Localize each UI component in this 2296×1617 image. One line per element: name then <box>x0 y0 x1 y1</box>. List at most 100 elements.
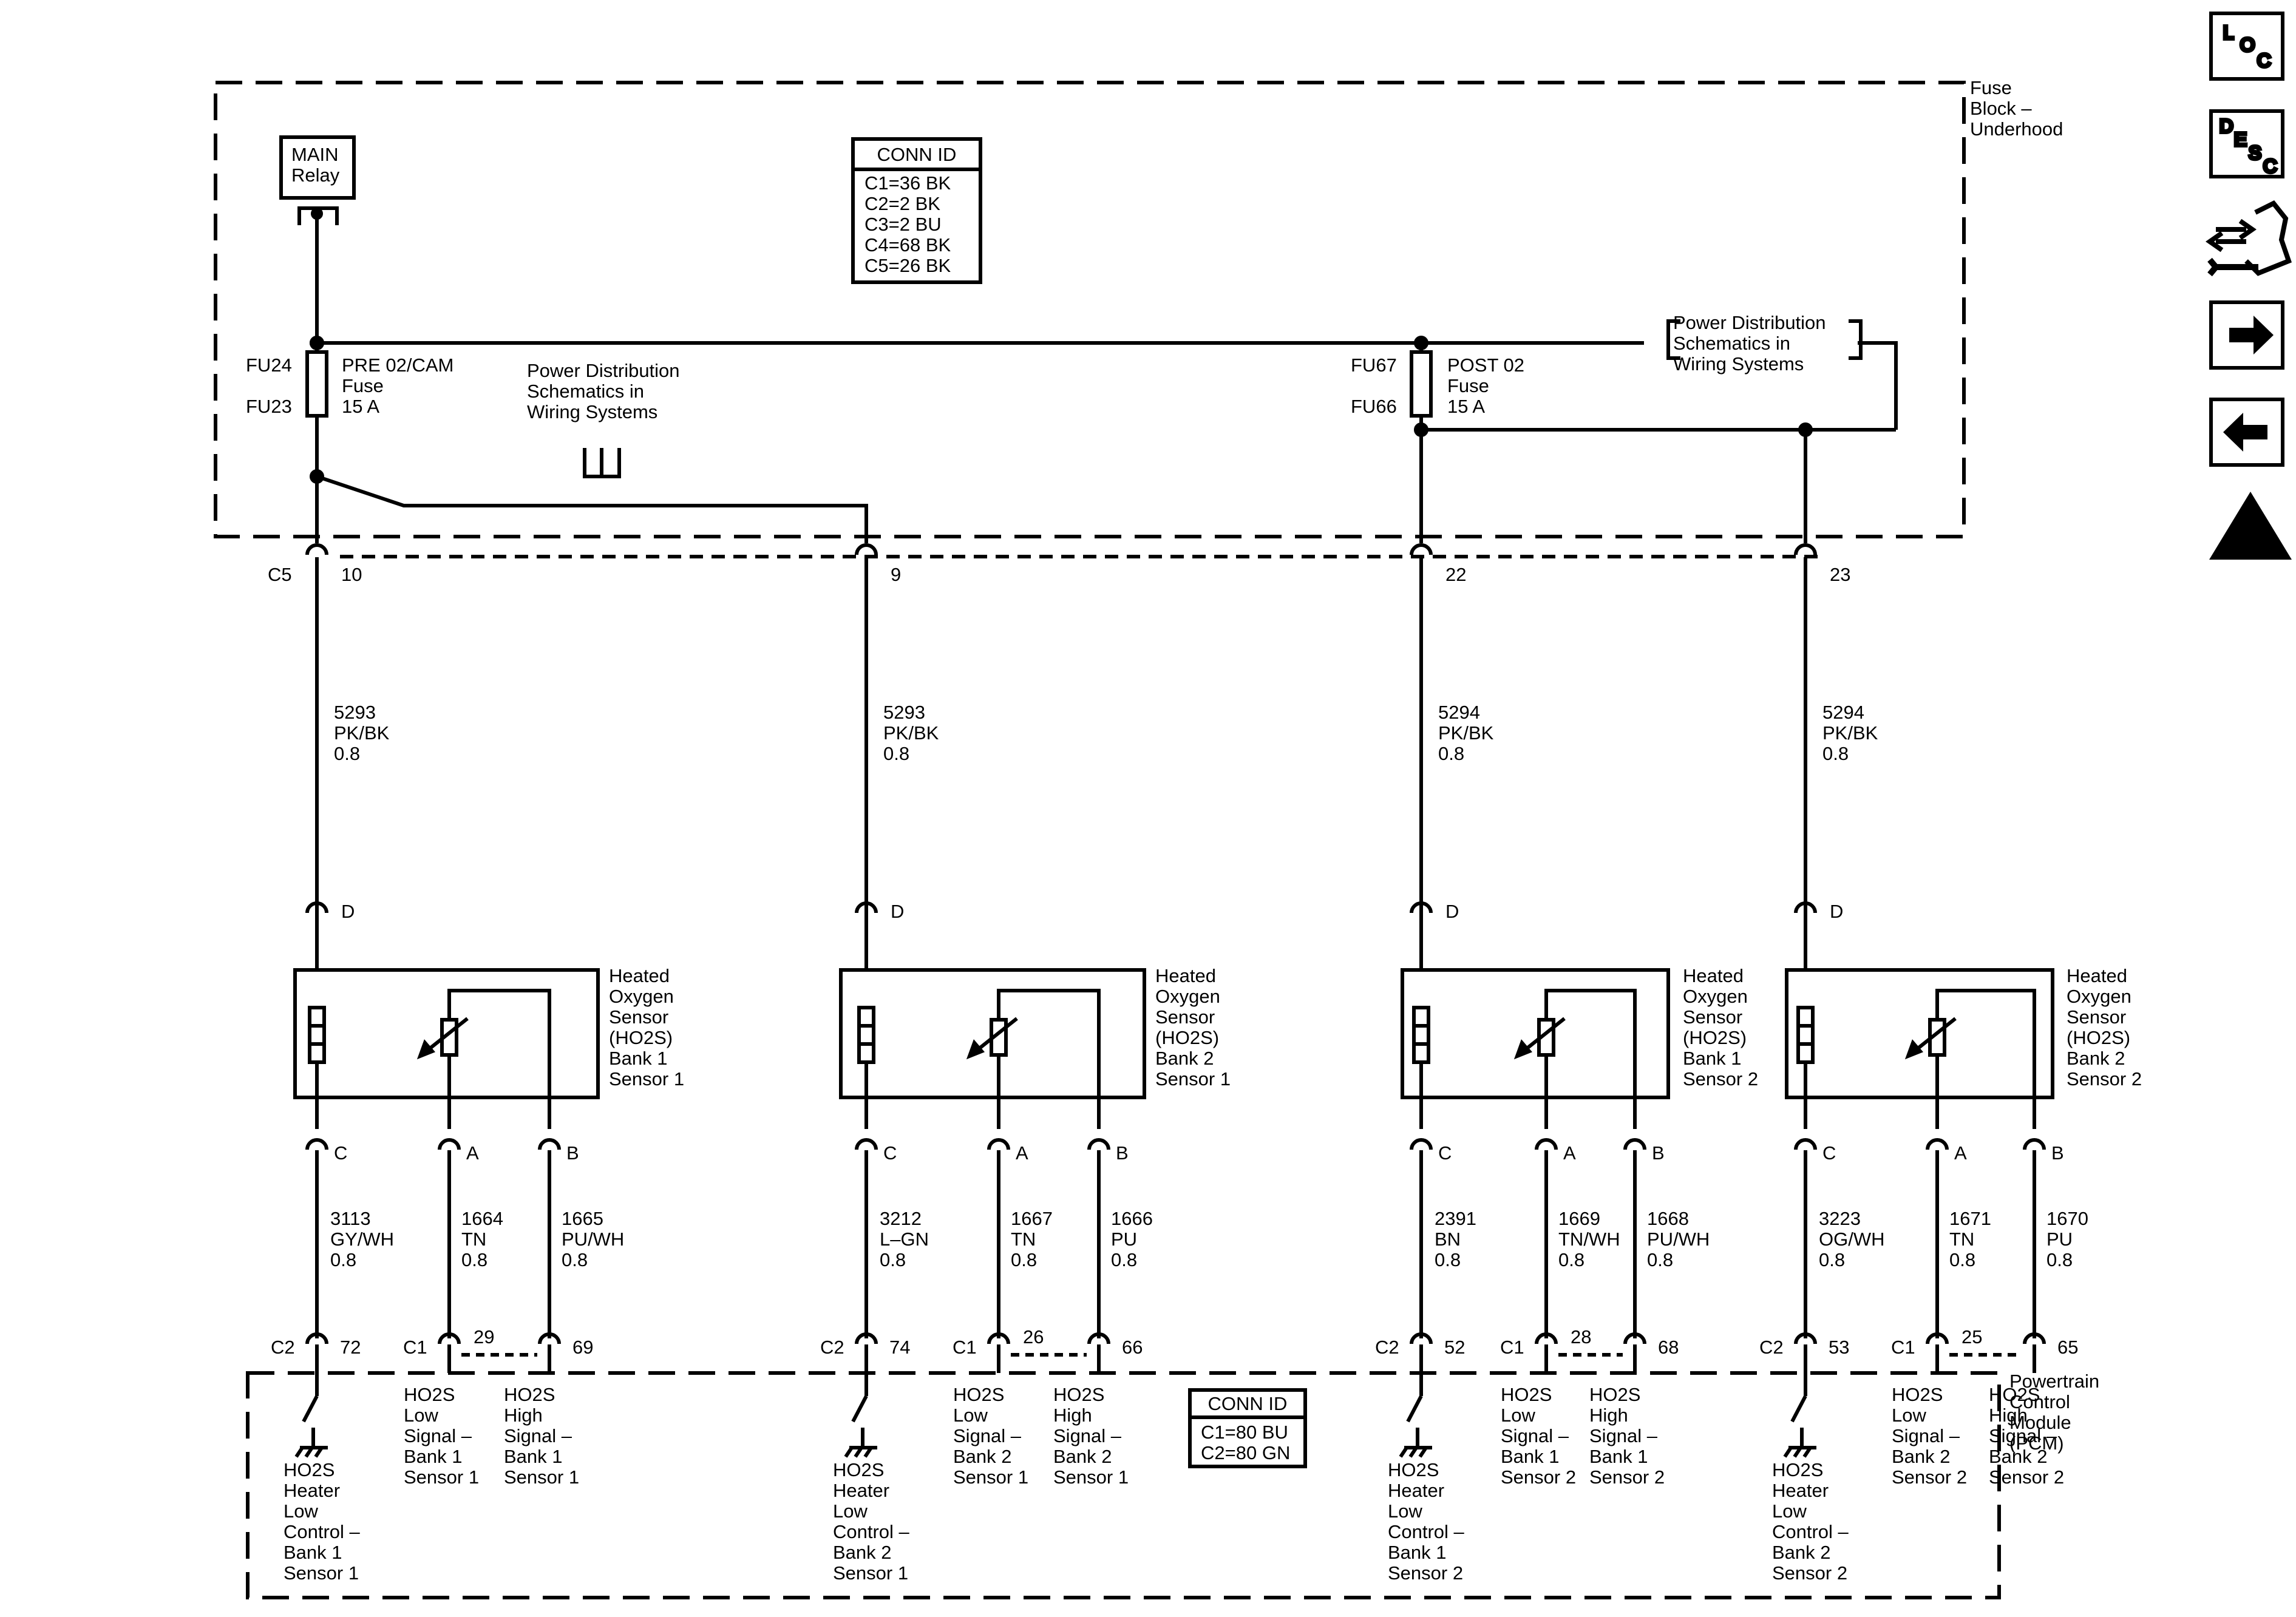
sensor-pin: B <box>1652 1142 1665 1164</box>
conn-id-item: C2=80 GN <box>1201 1442 1290 1463</box>
connector-symbol <box>438 1332 461 1344</box>
pcm-heater-control-label: Bank 1 <box>1388 1542 1447 1563</box>
circuit-label: 0.8 <box>1111 1249 1137 1270</box>
power-distribution-reference: Power Distribution <box>527 360 680 381</box>
power-distribution-reference: Schematics in <box>1673 333 1790 354</box>
pcm-low-signal-label: Signal – <box>1892 1425 1960 1446</box>
pcm-high-signal-label: Bank 2 <box>1053 1446 1112 1467</box>
description-glyph: S <box>2249 142 2261 163</box>
pcm-low-signal-label: Low <box>1892 1405 1926 1426</box>
pcm-high-signal-label: High <box>1053 1405 1092 1426</box>
pcm-heater-control-label: Heater <box>833 1480 889 1501</box>
pcm-pin: 52 <box>1444 1337 1465 1358</box>
circuit-label: 0.8 <box>330 1249 356 1270</box>
pcm-high-signal-label: High <box>1589 1405 1628 1426</box>
pcm-high-signal-label: Signal – <box>504 1425 572 1446</box>
pcm-high-signal-label: Sensor 1 <box>1053 1466 1129 1488</box>
circuit-label: PU/WH <box>562 1229 624 1250</box>
pcm-low-signal-label: Bank 1 <box>404 1446 463 1467</box>
connector-pin: 9 <box>891 564 901 585</box>
connector-symbol <box>855 1138 878 1150</box>
main-relay-label: MAIN <box>291 144 339 165</box>
connector-c2-label: C2 <box>1759 1337 1784 1358</box>
oxygen-sensor-label: Heated <box>1155 965 1216 986</box>
connector-symbol <box>855 901 878 914</box>
sensor-pin: B <box>566 1142 579 1164</box>
fuse-id: FU23 <box>246 396 292 417</box>
connector-symbol <box>2023 1138 2046 1150</box>
pcm-pin: 72 <box>340 1337 361 1358</box>
next-arrow-icon[interactable] <box>2209 300 2284 370</box>
oxygen-sensor-label: Sensor <box>609 1006 668 1028</box>
main-relay-box <box>279 135 356 200</box>
pcm-low-signal-label: Sensor 2 <box>1892 1466 1967 1488</box>
pcm-low-signal-label: HO2S <box>1501 1384 1552 1405</box>
power-distribution-reference: Wiring Systems <box>527 401 657 422</box>
circuit-label: GY/WH <box>330 1229 394 1250</box>
pcm-title: Control <box>2009 1391 2070 1412</box>
circuit-label: 0.8 <box>1011 1249 1037 1270</box>
heater-element <box>1796 1006 1815 1064</box>
pcm-pin: 28 <box>1571 1326 1591 1348</box>
connector-symbol <box>438 1138 461 1150</box>
pcm-pin: 69 <box>572 1337 593 1358</box>
pcm-high-signal-label: High <box>1989 1405 2028 1426</box>
circuit-label: 0.8 <box>562 1249 588 1270</box>
conn-id-item: C1=36 BK <box>864 172 951 194</box>
sensor-pin: A <box>1016 1142 1028 1164</box>
sensor-pin: C <box>1438 1142 1452 1164</box>
pcm-heater-control-label: Control – <box>1388 1521 1465 1542</box>
fuse-id: FU24 <box>246 354 292 376</box>
pcm-low-signal-label: HO2S <box>404 1384 455 1405</box>
pcm-high-signal-label: Bank 1 <box>1589 1446 1648 1467</box>
oxygen-sensor-box <box>1401 968 1670 1099</box>
circuit-label: PK/BK <box>334 722 390 744</box>
circuit-label: 0.8 <box>334 743 360 764</box>
connector-symbol <box>1794 901 1817 914</box>
oxygen-sensor-label: Sensor <box>1155 1006 1215 1028</box>
conn-id-item: C4=68 BK <box>864 234 951 256</box>
pcm-low-signal-label: Low <box>404 1405 438 1426</box>
circuit-label: 0.8 <box>2046 1249 2073 1270</box>
oxygen-sensor-label: Bank 2 <box>1155 1048 1214 1069</box>
circuit-label: PU/WH <box>1647 1229 1710 1250</box>
heater-element <box>1412 1006 1430 1064</box>
circuit-label: TN <box>1011 1229 1036 1250</box>
oxygen-sensor-label: Oxygen <box>2067 986 2131 1007</box>
oxygen-sensor-label: Sensor 2 <box>2067 1068 2142 1090</box>
connector-symbol <box>1410 901 1433 914</box>
previous-arrow-icon[interactable] <box>2209 398 2284 467</box>
oxygen-sensor-label: (HO2S) <box>2067 1027 2130 1048</box>
repair-icon[interactable] <box>2206 200 2292 277</box>
oxygen-sensor-box <box>1785 968 2054 1099</box>
pcm-heater-control-label: Sensor 2 <box>1772 1562 1847 1584</box>
conn-id-title: CONN ID <box>877 144 957 165</box>
circuit-label: 1665 <box>562 1208 603 1229</box>
oxygen-sensor-label: Sensor <box>1683 1006 1742 1028</box>
pcm-high-signal-label: Signal – <box>1053 1425 1122 1446</box>
pcm-high-signal-label: HO2S <box>504 1384 555 1405</box>
sensor-pin: B <box>1116 1142 1129 1164</box>
sensor-pin-d: D <box>891 901 904 922</box>
oxygen-sensor-label: Heated <box>2067 965 2127 986</box>
power-distribution-reference: Schematics in <box>527 381 644 402</box>
circuit-label: TN <box>461 1229 486 1250</box>
pcm-low-signal-label: Signal – <box>1501 1425 1569 1446</box>
circuit-label: PK/BK <box>883 722 939 744</box>
location-icon[interactable]: LOC <box>2209 12 2284 81</box>
circuit-label: 1668 <box>1647 1208 1689 1229</box>
sensor-pin-d: D <box>341 901 355 922</box>
heater-element <box>308 1006 326 1064</box>
circuit-label: 1671 <box>1949 1208 1991 1229</box>
pcm-high-signal-label: HO2S <box>1989 1384 2040 1405</box>
pcm-heater-control-label: Low <box>1772 1500 1807 1522</box>
oxygen-sensor-label: Sensor 1 <box>1155 1068 1231 1090</box>
oxygen-sensor-box <box>839 968 1146 1099</box>
pcm-pin: 53 <box>1829 1337 1849 1358</box>
connector-symbol <box>1410 543 1433 555</box>
circuit-label: 0.8 <box>1647 1249 1673 1270</box>
circuit-label: 0.8 <box>883 743 909 764</box>
